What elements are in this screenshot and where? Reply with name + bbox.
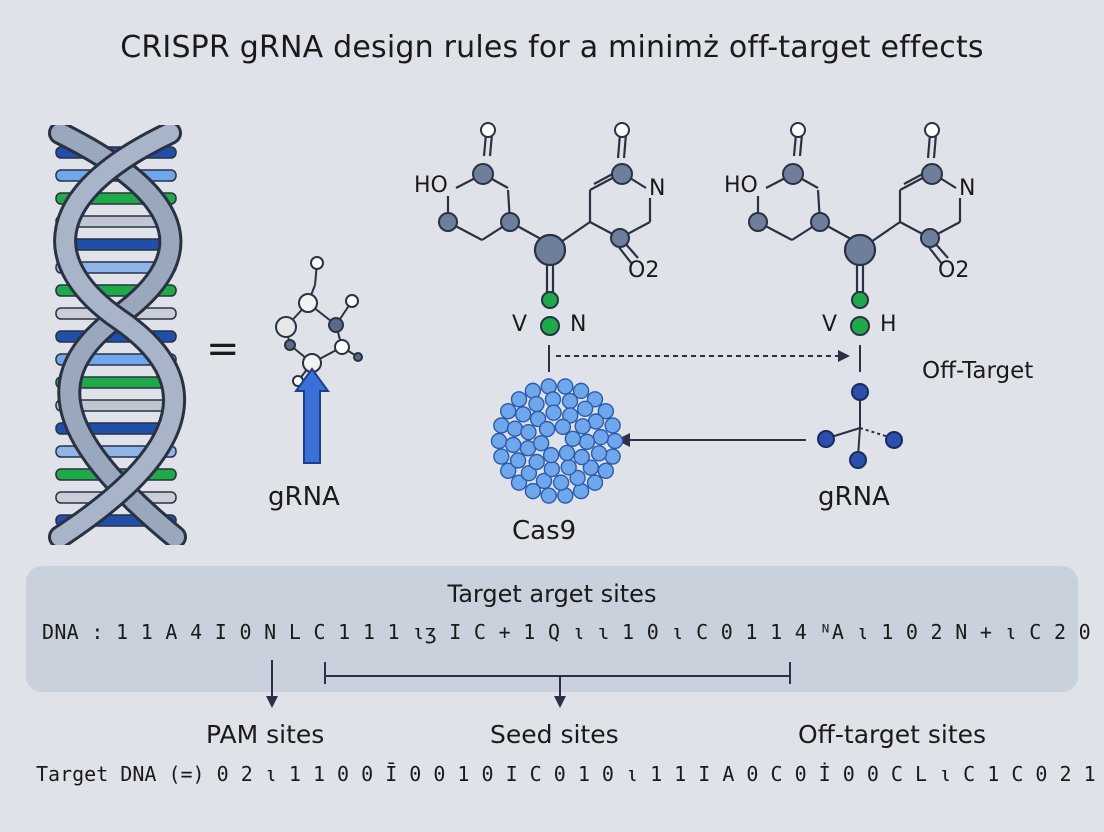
molecule-right-o2-label: O2 [938, 258, 970, 283]
molecule-right-h-label: H [880, 312, 897, 337]
target-sites-heading: Target arget sites [447, 580, 657, 608]
seed-sites-label: Seed sites [490, 720, 619, 749]
grna-label-right: gRNA [818, 482, 890, 512]
molecule-left-ho-label: HO [414, 173, 448, 198]
molecule-left-o2-label: O2 [628, 258, 660, 283]
equals-sign: = [206, 326, 240, 372]
off-target-sites-label: Off-target sites [798, 720, 987, 749]
pam-sites-label: PAM sites [206, 720, 325, 749]
molecule-left-n-label: N [649, 176, 666, 201]
cas9-label: Cas9 [512, 516, 577, 546]
molecule-left-icon [438, 122, 652, 336]
molecule-right-v-label: V [822, 312, 838, 337]
target-sites-panel [26, 566, 1078, 692]
molecule-right-ho-label: HO [724, 173, 758, 198]
dna-helix-icon [48, 125, 187, 545]
target-dna-line: Target DNA (=) 0 2 ι 1 1 0 0 Ī 0 0 1 0 I… [36, 762, 1104, 786]
cas9-protein-icon [490, 378, 624, 504]
molecule-left-n2-label: N [570, 312, 587, 337]
grna-label-left: gRNA [268, 482, 340, 512]
off-target-label: Off-Target [922, 358, 1034, 384]
dna-sequence-line: DNA : 1 1 A 4 I 0 N L C 1 1 1 ιʒ I C + 1… [42, 620, 1104, 644]
molecule-left-v-label: V [512, 312, 528, 337]
off-target-grna-molecule-icon [817, 383, 903, 469]
molecule-right-n-label: N [959, 176, 976, 201]
molecule-right-icon [748, 122, 962, 336]
page-title: CRISPR gRNA design rules for a minimż of… [120, 30, 984, 65]
grna-molecule-icon [275, 256, 363, 464]
grna-up-arrow [294, 367, 330, 464]
